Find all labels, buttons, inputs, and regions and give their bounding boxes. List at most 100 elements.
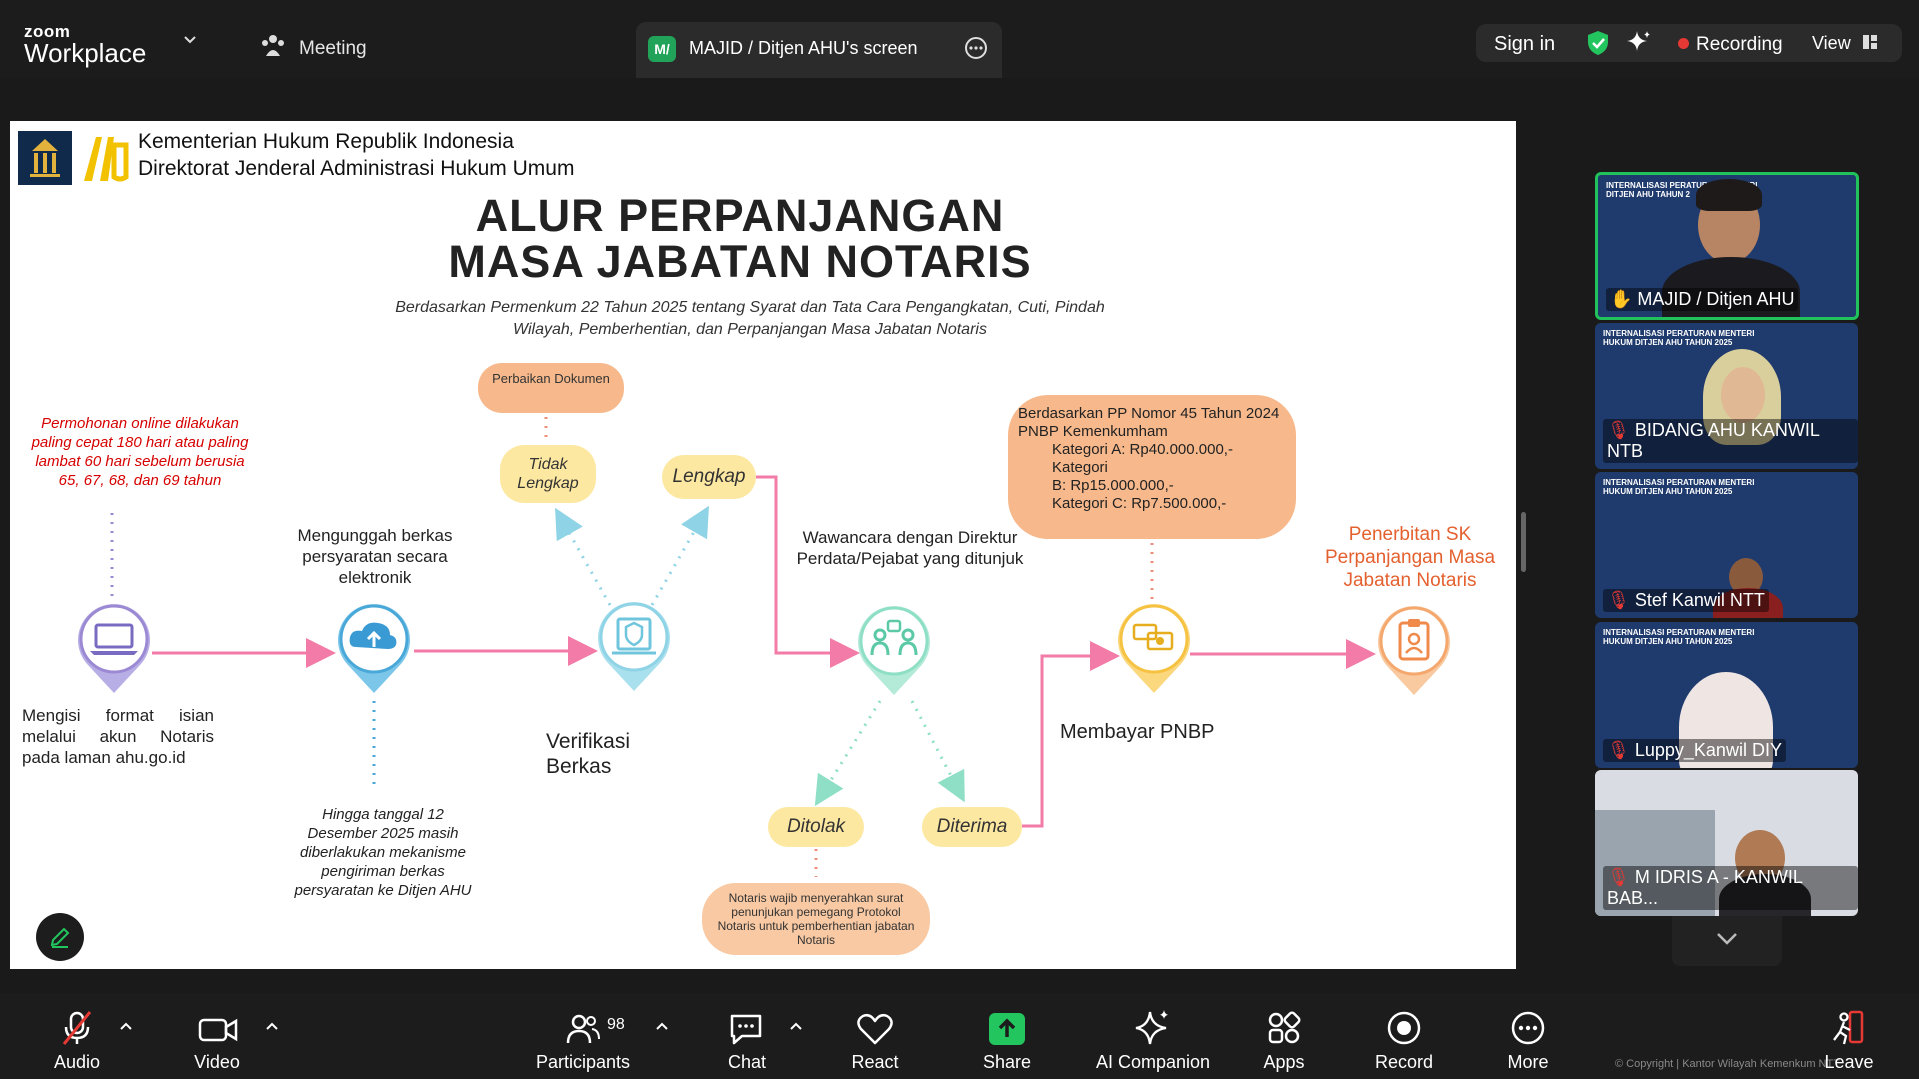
top-right-controls xyxy=(1476,24,1902,62)
apps-icon[interactable] xyxy=(1266,1010,1302,1046)
recording-dot-icon xyxy=(1678,38,1689,49)
meeting-tab[interactable]: Meeting xyxy=(299,38,367,59)
panel-resize-handle[interactable] xyxy=(1521,512,1526,572)
step5-text: Membayar PNBP xyxy=(1060,721,1215,743)
chat-icon[interactable] xyxy=(728,1012,764,1046)
tile-banner-text: INTERNALISASI PERATURAN MENTERI HUKUM DI… xyxy=(1603,478,1755,496)
pnbp-item: B: Rp15.000.000,- xyxy=(1052,477,1174,494)
participant-name-text: M IDRIS A - KANWIL BAB... xyxy=(1607,867,1803,908)
chat-button[interactable]: Chat xyxy=(727,1052,767,1072)
chevron-up-icon[interactable] xyxy=(266,1022,278,1030)
perbaikan-dokumen-pill: Perbaikan Dokumen xyxy=(478,363,624,413)
more-icon[interactable] xyxy=(1510,1010,1546,1046)
chevron-down-icon[interactable] xyxy=(184,34,196,46)
chevron-up-icon[interactable] xyxy=(790,1022,802,1030)
muted-mic-icon: 🎙︎ xyxy=(1607,867,1635,887)
ai-companion-icon[interactable] xyxy=(1134,1008,1172,1046)
zoom-logo-small: zoom xyxy=(24,22,71,41)
pnbp-item: Kategori C: Rp7.500.000,- xyxy=(1052,495,1227,512)
muted-mic-icon: 🎙︎ xyxy=(1607,420,1635,440)
participant-tile[interactable]: 🎙︎ M IDRIS A - KANWIL BAB... xyxy=(1595,770,1858,916)
participant-face-inner xyxy=(1721,367,1765,423)
pnbp-info-box: Berdasarkan PP Nomor 45 Tahun 2024 PNBP … xyxy=(1008,395,1296,539)
participant-name: 🎙︎ BIDANG AHU KANWIL NTB xyxy=(1603,419,1858,463)
flow-connectors xyxy=(110,417,1376,877)
chevron-down-icon xyxy=(1717,933,1737,945)
ai-companion-button[interactable]: AI Companion xyxy=(1095,1052,1211,1072)
apps-button[interactable]: Apps xyxy=(1263,1052,1305,1072)
pnbp-intro: Berdasarkan PP Nomor 45 Tahun 2024 PNBP … xyxy=(1018,405,1280,440)
pencil-icon xyxy=(50,927,70,948)
shared-screen-tab[interactable] xyxy=(636,22,1002,78)
org-name-line1: Kementerian Hukum Republik Indonesia xyxy=(138,130,514,153)
participant-name-text: MAJID / Ditjen AHU xyxy=(1637,289,1795,309)
lengkap-pill: Lengkap xyxy=(662,455,756,499)
tidak-lengkap-pill: Tidak Lengkap xyxy=(500,445,596,503)
slide-title: ALUR PERPANJANGAN MASA JABATAN NOTARIS xyxy=(310,193,1170,285)
leave-button[interactable]: Leave xyxy=(1824,1052,1874,1072)
laptop-pin-icon xyxy=(78,604,150,693)
record-icon[interactable] xyxy=(1386,1010,1422,1046)
ahu-logo-icon xyxy=(84,137,129,182)
annotate-button[interactable] xyxy=(36,913,84,961)
view-button[interactable]: View xyxy=(1812,33,1851,53)
ai-sparkle-icon[interactable] xyxy=(1625,29,1653,57)
building-background xyxy=(1595,810,1715,916)
step4-text: Wawancara dengan Direktur Perdata/Pejaba… xyxy=(796,528,1024,568)
cloud-upload-pin-icon xyxy=(338,604,410,693)
mic-muted-icon[interactable] xyxy=(60,1010,94,1046)
share-screen-icon[interactable] xyxy=(989,1013,1025,1045)
participant-name: 🎙︎ M IDRIS A - KANWIL BAB... xyxy=(1603,866,1858,910)
payment-pin-icon xyxy=(1118,604,1190,693)
scroll-participants-button[interactable] xyxy=(1672,916,1782,966)
recording-indicator[interactable]: Recording xyxy=(1696,34,1783,55)
online-application-note: Permohonan online dilakukan paling cepat… xyxy=(31,415,249,489)
share-button[interactable]: Share xyxy=(982,1052,1032,1072)
participant-tile[interactable]: INTERNALISASI PERATURAN MENTERI DITJEN A… xyxy=(1595,172,1859,320)
shared-slide: Kementerian Hukum Republik Indonesia Dir… xyxy=(10,121,1516,969)
participant-tile[interactable]: INTERNALISASI PERATURAN MENTERI HUKUM DI… xyxy=(1595,323,1858,469)
copyright-text: © Copyright | Kantor Wilayah Kemenkum NT… xyxy=(1615,1058,1840,1070)
audio-button[interactable]: Audio xyxy=(53,1052,101,1072)
meeting-icon xyxy=(262,35,284,56)
pnbp-item: Kategori A: Rp40.000.000,- Kategori xyxy=(1052,441,1233,476)
video-camera-icon[interactable] xyxy=(198,1014,238,1046)
step2-text: Mengunggah berkas persyaratan secara ele… xyxy=(297,526,453,587)
participant-name: 🎙︎ Luppy_Kanwil DIY xyxy=(1603,739,1786,762)
chevron-up-icon[interactable] xyxy=(120,1022,132,1030)
title-line1: ALUR PERPANJANGAN xyxy=(475,190,1005,241)
react-button[interactable]: React xyxy=(851,1052,899,1072)
participants-count: 98 xyxy=(607,1016,625,1033)
shield-check-icon[interactable] xyxy=(1586,30,1610,56)
participant-name: ✋ MAJID / Ditjen AHU xyxy=(1606,288,1799,311)
ditolak-note-pill: Notaris wajib menyerahkan surat penunjuk… xyxy=(702,883,930,955)
step1-text: Mengisi format isian melalui akun Notari… xyxy=(22,706,214,767)
muted-mic-icon: 🎙︎ xyxy=(1607,740,1635,760)
more-options-icon[interactable] xyxy=(964,36,988,60)
participant-name-text: BIDANG AHU KANWIL NTB xyxy=(1607,420,1820,461)
chevron-up-icon[interactable] xyxy=(656,1022,668,1030)
participant-name-text: Stef Kanwil NTT xyxy=(1634,590,1765,610)
leave-icon[interactable] xyxy=(1830,1010,1866,1046)
subtitle-line1: Berdasarkan Permenkum 22 Tahun 2025 tent… xyxy=(395,299,1105,316)
heart-icon[interactable] xyxy=(856,1012,894,1046)
certificate-pin-icon xyxy=(1378,606,1450,695)
participants-button[interactable]: Participants xyxy=(535,1052,631,1072)
tile-banner-text: INTERNALISASI PERATURAN MENTERI DITJEN A… xyxy=(1606,181,1758,199)
verify-document-pin-icon xyxy=(598,602,670,691)
meeting-toolbar xyxy=(0,993,1919,1079)
video-button[interactable]: Video xyxy=(194,1052,240,1072)
participants-icon[interactable] xyxy=(566,1013,600,1045)
record-button[interactable]: Record xyxy=(1374,1052,1434,1072)
participant-tile[interactable]: INTERNALISASI PERATURAN MENTERI HUKUM DI… xyxy=(1595,472,1858,618)
more-button[interactable]: More xyxy=(1507,1052,1549,1072)
subtitle-line2: Wilayah, Pemberhentian, dan Perpanjangan… xyxy=(513,321,987,338)
tile-banner-text: INTERNALISASI PERATURAN MENTERI HUKUM DI… xyxy=(1603,628,1755,646)
sign-in-button[interactable]: Sign in xyxy=(1494,33,1556,55)
slide-subtitle: Berdasarkan Permenkum 22 Tahun 2025 tent… xyxy=(350,297,1150,341)
pnbp-list: Kategori A: Rp40.000.000,- Kategori B: R… xyxy=(1018,441,1286,513)
participant-name: 🎙︎ Stef Kanwil NTT xyxy=(1603,589,1769,612)
diterima-pill: Diterima xyxy=(922,807,1022,847)
participant-tile[interactable]: INTERNALISASI PERATURAN MENTERI HUKUM DI… xyxy=(1595,622,1858,768)
view-layout-icon[interactable] xyxy=(1862,34,1878,50)
